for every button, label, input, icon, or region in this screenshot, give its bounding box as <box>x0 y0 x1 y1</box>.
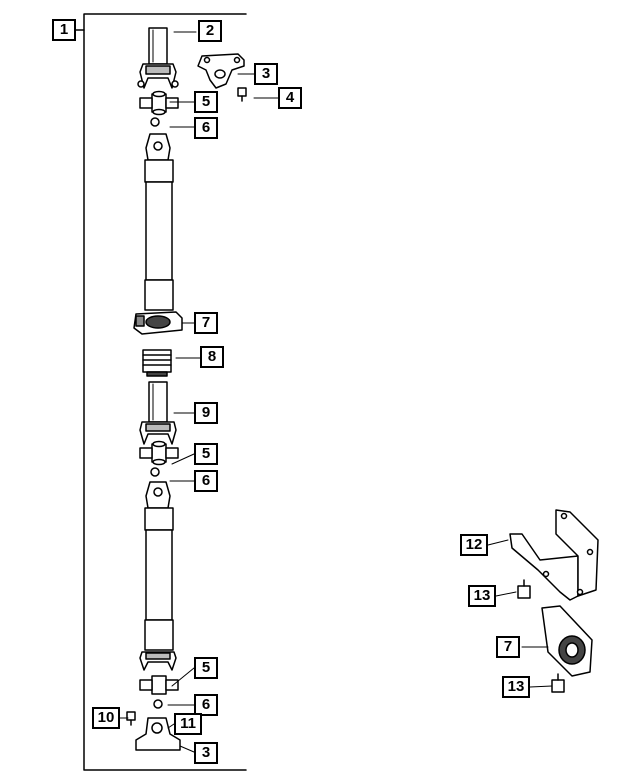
rear-slip-yoke <box>139 381 177 445</box>
callout-3-bearing-mount: 3 <box>194 742 218 764</box>
callout-10-bolt: 10 <box>92 707 120 729</box>
callout-12-crossmember: 12 <box>460 534 488 556</box>
callout-11-bracket: 11 <box>174 713 202 735</box>
center-bearing-mount-side <box>541 605 593 677</box>
callout-7-center-bearing: 7 <box>194 312 218 334</box>
snap-ring-front <box>150 117 160 127</box>
callout-8-boot: 8 <box>200 346 224 368</box>
rear-tube <box>144 481 174 651</box>
universal-joint-middle <box>139 440 179 466</box>
front-slip-yoke <box>137 27 179 89</box>
callout-6-snap-ring: 6 <box>194 470 218 492</box>
bracket-bolt <box>517 579 531 599</box>
callout-13-bolt: 13 <box>468 585 496 607</box>
callout-7-center-bearing: 7 <box>496 636 520 658</box>
mount-bolt-side <box>551 673 565 693</box>
snap-ring-rear <box>153 699 163 709</box>
callout-1-driveshaft-assembly: 1 <box>52 19 76 41</box>
center-bearing-mount-rear <box>135 717 181 751</box>
snap-ring-middle <box>150 467 160 477</box>
center-boot <box>142 349 172 377</box>
callout-5-universal-joint: 5 <box>194 657 218 679</box>
callout-3-bearing-mount: 3 <box>254 63 278 85</box>
center-bearing-front <box>133 311 183 335</box>
crossmember-bracket <box>509 509 599 601</box>
universal-joint-rear <box>139 675 179 695</box>
mount-bolt-top <box>237 87 247 102</box>
callout-4-bolt: 4 <box>278 87 302 109</box>
callout-2-slip-yoke: 2 <box>198 20 222 42</box>
universal-joint-front <box>139 90 179 116</box>
callout-6-snap-ring: 6 <box>194 117 218 139</box>
leader-lines <box>119 31 553 753</box>
callout-5-universal-joint: 5 <box>194 91 218 113</box>
center-bearing-mount-top <box>197 53 245 89</box>
mount-bolt-rear <box>126 711 136 726</box>
rear-yoke <box>139 651 177 671</box>
callout-9-slip-yoke: 9 <box>194 402 218 424</box>
callout-6-snap-ring: 6 <box>194 694 218 716</box>
front-tube <box>144 133 174 311</box>
callout-5-universal-joint: 5 <box>194 443 218 465</box>
assembly-bracket <box>75 13 247 771</box>
callout-13-bolt: 13 <box>502 676 530 698</box>
